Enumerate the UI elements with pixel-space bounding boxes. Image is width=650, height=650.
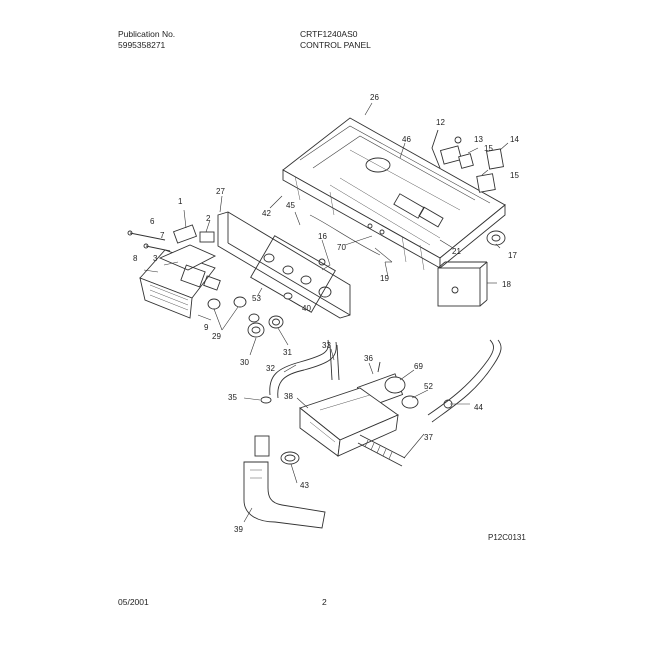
publication-number: 5995358271 xyxy=(118,40,166,50)
publication-label: Publication No. xyxy=(118,29,176,39)
control-panel-face xyxy=(217,211,351,319)
callout-8: 8 xyxy=(133,254,138,263)
callout-6: 6 xyxy=(150,217,155,226)
callout-29: 29 xyxy=(212,332,221,341)
diagram-code: P12C0131 xyxy=(488,533,526,542)
callout-14: 14 xyxy=(510,135,519,144)
callout-35: 35 xyxy=(228,393,237,402)
callout-40: 40 xyxy=(302,304,311,313)
callout-36: 36 xyxy=(364,354,373,363)
callout-42: 42 xyxy=(262,209,271,218)
callout-31: 31 xyxy=(283,348,292,357)
callout-16: 16 xyxy=(318,232,327,241)
callout-21: 21 xyxy=(452,247,461,256)
hoses xyxy=(269,339,502,423)
callout-39: 39 xyxy=(234,525,243,534)
callout-46: 46 xyxy=(402,135,411,144)
corrugated-hose xyxy=(357,434,406,467)
callout-15b: 15 xyxy=(510,171,519,180)
footer-date: 05/2001 xyxy=(118,597,149,607)
section-title: CONTROL PANEL xyxy=(300,40,371,50)
dispenser-drawer xyxy=(139,244,221,319)
callout-19: 19 xyxy=(380,274,389,283)
callout-2: 2 xyxy=(206,214,211,223)
wire-harness xyxy=(309,214,393,271)
callout-70: 70 xyxy=(337,243,346,252)
model-number: CRTF1240AS0 xyxy=(300,29,358,39)
callout-45: 45 xyxy=(286,201,295,210)
callout-33: 33 xyxy=(322,341,331,350)
hose-clamp xyxy=(260,396,272,404)
callout-32: 32 xyxy=(266,364,275,373)
callout-38: 38 xyxy=(284,392,293,401)
callout-3: 3 xyxy=(153,254,158,263)
callout-69: 69 xyxy=(414,362,423,371)
callout-9: 9 xyxy=(204,323,209,332)
console-frame xyxy=(282,117,506,271)
callout-43: 43 xyxy=(300,481,309,490)
dispenser-small-parts xyxy=(127,224,215,252)
callout-30: 30 xyxy=(240,358,249,367)
callout-53: 53 xyxy=(252,294,261,303)
fill-elbow xyxy=(243,435,326,529)
callout-44: 44 xyxy=(474,403,483,412)
callout-37: 37 xyxy=(424,433,433,442)
leader-lines xyxy=(143,102,509,523)
electrical-components xyxy=(431,129,506,307)
callout-15a: 15 xyxy=(484,144,493,153)
callout-1: 1 xyxy=(178,197,183,206)
callout-52: 52 xyxy=(424,382,433,391)
callout-27: 27 xyxy=(216,187,225,196)
callout-18: 18 xyxy=(502,280,511,289)
page-number: 2 xyxy=(322,597,327,607)
dispenser-housing xyxy=(299,387,399,457)
callout-26: 26 xyxy=(370,93,379,102)
callout-13: 13 xyxy=(474,135,483,144)
seal-ring xyxy=(280,451,300,465)
callout-numbers: 26 12 13 46 14 15 15 27 42 45 6 1 2 7 16… xyxy=(133,93,526,542)
callout-7: 7 xyxy=(160,231,165,240)
callout-17: 17 xyxy=(508,251,517,260)
knobs xyxy=(207,292,293,338)
callout-12: 12 xyxy=(436,118,445,127)
